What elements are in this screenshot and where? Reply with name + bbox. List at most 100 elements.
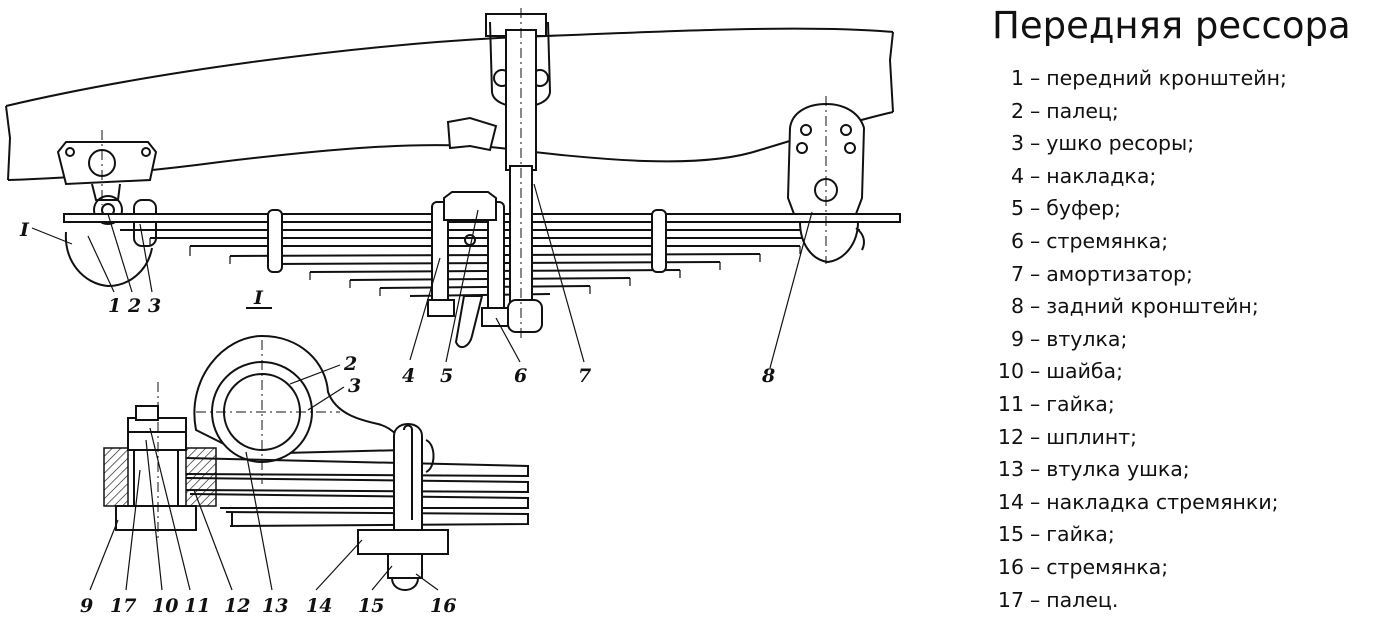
legend-item-separator: – — [1030, 294, 1041, 319]
detail-mark-label: I — [253, 287, 264, 309]
legend-item: 6–стремянка; — [994, 225, 1287, 258]
section-mark-label: I — [19, 219, 30, 241]
legend-item-text: ушко ресоры; — [1046, 131, 1195, 156]
legend-item-text: накладка стремянки; — [1046, 489, 1279, 514]
legend-item-text: передний кронштейн; — [1046, 66, 1287, 90]
legend-item: 1–передний кронштейн; — [994, 62, 1287, 95]
legend-item-number: 10 — [997, 359, 1024, 384]
legend-item-text: стремянка; — [1046, 554, 1169, 579]
legend-item-text: палец; — [1046, 98, 1119, 123]
legend-item-separator: – — [1030, 359, 1041, 384]
detail-callout-12: 12 — [224, 595, 250, 617]
top-leader-lines — [31, 183, 813, 369]
bottom-leader-lines — [89, 364, 439, 591]
legend-item: 17–палец. — [994, 584, 1287, 617]
callout-8: 8 — [761, 365, 775, 387]
detail-callout-14: 14 — [306, 595, 332, 617]
legend-item: 5–буфер; — [994, 192, 1287, 225]
legend-item: 12–шплинт; — [994, 421, 1287, 454]
legend-item-text: шплинт; — [1046, 424, 1138, 449]
legend-item-number: 11 — [997, 391, 1024, 416]
rubber-buffer — [446, 116, 498, 349]
legend-item: 14–накладка стремянки; — [994, 486, 1287, 519]
rear-bracket — [786, 96, 866, 264]
legend-item-separator: – — [1030, 98, 1041, 123]
legend-item-number: 13 — [997, 457, 1024, 482]
legend-item-number: 14 — [997, 489, 1024, 514]
legend-item-number: 8 — [1010, 294, 1024, 319]
legend-item-separator: – — [1030, 326, 1041, 351]
front-bracket — [56, 130, 158, 205]
legend-item-number: 4 — [1010, 163, 1024, 188]
legend-item-separator: – — [1030, 489, 1041, 514]
legend-item-separator: – — [1030, 391, 1041, 416]
callout-5: 5 — [440, 365, 453, 387]
legend-item-separator: – — [1030, 587, 1041, 612]
legend-item-number: 2 — [1010, 98, 1024, 123]
callout-4: 4 — [402, 365, 415, 387]
detail-callout-15: 15 — [358, 595, 384, 617]
legend-item-number: 17 — [997, 587, 1024, 612]
detail-pin-assembly — [103, 382, 217, 540]
legend-item: 11–гайка; — [994, 388, 1287, 421]
legend-item: 13–втулка ушка; — [994, 453, 1287, 486]
callout-1: 1 — [108, 295, 121, 317]
legend-item-text: палец. — [1046, 587, 1119, 612]
legend-item-text: амортизатор; — [1046, 261, 1193, 286]
detail-leaf-pack — [185, 457, 529, 527]
legend-item-number: 1 — [1010, 66, 1024, 90]
callout-7: 7 — [578, 365, 591, 387]
detail-callout-9: 9 — [80, 595, 93, 617]
legend-item-number: 5 — [1010, 196, 1024, 221]
legend-item-separator: – — [1030, 228, 1041, 253]
legend-item-number: 16 — [997, 554, 1024, 579]
detail-callout-3: 3 — [348, 375, 361, 397]
legend-item: 15–гайка; — [994, 518, 1287, 551]
legend-item: 7–амортизатор; — [994, 258, 1287, 291]
legend-item: 10–шайба; — [994, 355, 1287, 388]
detail-callout-13: 13 — [262, 595, 288, 617]
detail-callout-16: 16 — [430, 595, 456, 617]
detail-callout-2: 2 — [343, 353, 357, 375]
legend-item-separator: – — [1030, 554, 1041, 579]
legend-item-number: 12 — [997, 424, 1024, 449]
detail-callout-11: 11 — [184, 595, 210, 617]
spring-technical-drawing: I I 1 2 3 4 5 6 7 8 2 3 9 17 10 11 12 13… — [5, 8, 901, 617]
leaf-spring-pack — [63, 213, 901, 297]
legend-item: 3–ушко ресоры; — [994, 127, 1287, 160]
legend-item: 8–задний кронштейн; — [994, 290, 1287, 323]
legend-item-text: стремянка; — [1046, 228, 1169, 253]
legend-item-separator: – — [1030, 424, 1041, 449]
detail-callout-17: 17 — [110, 595, 136, 617]
legend-item-separator: – — [1030, 457, 1041, 482]
legend-item: 2–палец; — [994, 95, 1287, 128]
legend-item: 4–накладка; — [994, 160, 1287, 193]
legend-item-text: буфер; — [1046, 196, 1122, 221]
frame-rail — [5, 27, 894, 181]
detail-eye-housing — [193, 334, 406, 484]
page-title: Передняя рессора — [992, 4, 1351, 47]
legend-item-number: 15 — [997, 522, 1024, 547]
detail-callout-10: 10 — [152, 595, 178, 617]
legend-item-text: втулка ушка; — [1046, 457, 1190, 482]
legend-item-separator: – — [1030, 196, 1041, 221]
legend-item-separator: – — [1030, 522, 1041, 547]
legend-item-separator: – — [1030, 261, 1041, 286]
legend-item-separator: – — [1030, 163, 1041, 188]
legend-item-text: шайба; — [1046, 359, 1124, 384]
shock-absorber — [485, 8, 552, 340]
legend-item-number: 9 — [1010, 326, 1024, 351]
legend-item-number: 6 — [1010, 228, 1024, 253]
legend-item: 9–втулка; — [994, 323, 1287, 356]
legend-item-text: гайка; — [1046, 391, 1115, 416]
legend-item-text: накладка; — [1046, 163, 1157, 188]
center-u-bolts — [427, 191, 511, 327]
legend-item-separator: – — [1030, 66, 1041, 90]
callout-3: 3 — [148, 295, 161, 317]
legend-item-number: 3 — [1010, 131, 1024, 156]
legend-item-text: задний кронштейн; — [1046, 294, 1259, 319]
legend-item-number: 7 — [1010, 261, 1024, 286]
callout-6: 6 — [514, 365, 527, 387]
legend-item-text: гайка; — [1046, 522, 1115, 547]
legend-item-text: втулка; — [1046, 326, 1128, 351]
